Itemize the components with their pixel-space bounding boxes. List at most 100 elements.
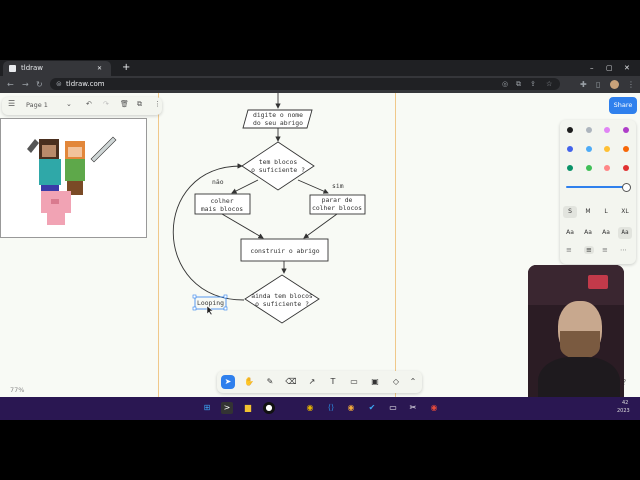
windows-start-icon[interactable]: ⊞ xyxy=(203,403,211,412)
align-center-icon[interactable]: ≡ xyxy=(584,246,594,254)
align-more-icon[interactable]: ⋯ xyxy=(620,246,627,254)
color-swatch[interactable] xyxy=(585,127,592,133)
branch-yes-label: sim xyxy=(332,182,344,190)
new-tab-button[interactable]: + xyxy=(122,62,131,73)
side-panel-icon[interactable]: ▯ xyxy=(596,80,601,89)
screen-recorder-icon[interactable]: ◉ xyxy=(430,403,438,412)
hamburger-menu-icon[interactable]: ☰ xyxy=(8,99,16,108)
remote-desktop-icon[interactable]: ▭ xyxy=(389,403,397,412)
color-swatch[interactable] xyxy=(567,146,573,152)
reload-icon[interactable]: ↻ xyxy=(36,80,43,89)
image-tool-icon[interactable]: ▣ xyxy=(371,377,379,386)
minimize-button[interactable]: – xyxy=(590,64,594,72)
open-in-app-icon[interactable]: ⧉ xyxy=(516,80,521,88)
opacity-slider-thumb[interactable] xyxy=(622,183,631,192)
browser-tab[interactable]: tldraw ✕ xyxy=(3,61,111,76)
capcut-icon[interactable]: ✂ xyxy=(409,403,417,412)
right-process-box[interactable] xyxy=(309,194,366,215)
file-explorer-icon[interactable]: ▆ xyxy=(244,403,252,412)
color-swatch[interactable] xyxy=(622,165,629,171)
undo-icon[interactable]: ↶ xyxy=(86,100,92,108)
chrome-canary-icon[interactable]: ◉ xyxy=(347,403,355,412)
draw-tool-icon[interactable]: ✎ xyxy=(266,377,274,386)
profile-avatar[interactable] xyxy=(610,80,619,89)
note-tool-icon[interactable]: ▭ xyxy=(350,377,358,386)
color-swatch[interactable] xyxy=(567,165,573,171)
obs-icon[interactable]: ● xyxy=(263,402,275,414)
color-swatch[interactable] xyxy=(604,165,610,171)
loop-connector[interactable] xyxy=(172,163,245,301)
checkmark-app-icon[interactable]: ✔ xyxy=(368,403,376,412)
trash-icon[interactable]: 🗑 xyxy=(120,100,129,108)
input-parallelogram[interactable] xyxy=(242,109,313,129)
color-swatch[interactable] xyxy=(622,146,629,152)
help-icon[interactable]: ? xyxy=(622,378,627,387)
back-arrow-icon[interactable]: ← xyxy=(7,80,14,89)
size-l-button[interactable]: L xyxy=(604,208,608,215)
more-tools-icon[interactable]: ⌃ xyxy=(409,377,417,386)
minecraft-characters-image[interactable] xyxy=(0,118,147,238)
arrow-tool-icon[interactable]: ↗ xyxy=(308,377,316,386)
eraser-tool-icon[interactable]: ⌫ xyxy=(285,377,297,386)
size-m-button[interactable]: M xyxy=(585,208,591,215)
close-window-button[interactable]: ✕ xyxy=(624,64,630,72)
color-swatch[interactable] xyxy=(622,127,629,133)
color-swatch[interactable] xyxy=(567,127,573,133)
opacity-slider-track[interactable] xyxy=(566,186,626,188)
shape-tool-icon[interactable]: ◇ xyxy=(392,377,400,386)
font-mono-button[interactable]: Aa xyxy=(618,227,632,239)
decision2-diamond[interactable] xyxy=(244,274,320,324)
redo-icon[interactable]: ↷ xyxy=(103,100,109,108)
align-right-icon[interactable]: ≡ xyxy=(602,246,608,254)
clock-date[interactable]: 2023 xyxy=(617,408,630,414)
more-options-icon[interactable]: ⋮ xyxy=(154,100,161,108)
tab-close-icon[interactable]: ✕ xyxy=(97,65,103,72)
select-tool-button[interactable]: ➤ xyxy=(221,375,235,389)
font-draw-button[interactable]: Aa xyxy=(566,229,574,236)
build-process-box[interactable] xyxy=(240,238,329,262)
decision1-diamond[interactable] xyxy=(241,141,315,191)
chevron-down-icon[interactable]: ⌄ xyxy=(66,100,72,108)
share-page-icon[interactable]: ⇪ xyxy=(530,80,536,88)
font-sans-button[interactable]: Aa xyxy=(584,229,592,236)
zoom-level[interactable]: 77% xyxy=(10,386,25,394)
style-panel: S M L XL Aa Aa Aa Aa ≡ ≡ ≡ ⋯ xyxy=(560,120,636,264)
site-info-icon[interactable]: ⊜ xyxy=(56,80,62,88)
color-swatch[interactable] xyxy=(585,146,592,152)
forward-arrow-icon[interactable]: → xyxy=(22,80,29,89)
vscode-icon[interactable]: ⟨⟩ xyxy=(327,403,335,412)
clock-time[interactable]: 42 xyxy=(622,400,629,406)
share-button[interactable]: Share xyxy=(609,97,637,114)
terminal-icon[interactable]: > xyxy=(221,402,233,414)
bookmark-star-icon[interactable]: ☆ xyxy=(546,80,553,88)
size-xl-button[interactable]: XL xyxy=(621,208,629,215)
zoom-control[interactable]: 77% xyxy=(4,377,44,394)
resize-handle xyxy=(223,306,228,311)
align-left-icon[interactable]: ≡ xyxy=(566,246,572,254)
browser-tab-bar xyxy=(0,60,640,76)
maximize-button[interactable]: ▢ xyxy=(606,64,613,72)
chrome-icon[interactable]: ◉ xyxy=(306,403,314,412)
google-lens-icon[interactable]: ◎ xyxy=(502,80,509,88)
hand-tool-icon[interactable]: ✋ xyxy=(244,377,254,386)
duplicate-icon[interactable]: ⧉ xyxy=(137,100,142,108)
color-swatch[interactable] xyxy=(585,165,592,171)
color-swatch[interactable] xyxy=(604,127,610,133)
text-tool-icon[interactable]: T xyxy=(330,377,336,386)
page-menu-label[interactable]: Page 1 xyxy=(26,101,48,109)
tab-title: tldraw xyxy=(21,64,44,72)
browser-menu-icon[interactable]: ⋮ xyxy=(627,80,635,89)
extensions-icon[interactable]: ✚ xyxy=(580,80,587,89)
size-s-button[interactable]: S xyxy=(563,206,577,218)
minecraft-characters-illustration xyxy=(27,136,117,225)
loop-label[interactable]: Looping xyxy=(197,299,224,307)
url-field[interactable]: ⊜ tldraw.com ◎ ⧉ ⇪ ☆ xyxy=(50,78,560,90)
window-controls: – ▢ ✕ xyxy=(590,60,640,76)
font-serif-button[interactable]: Aa xyxy=(602,229,610,236)
color-swatch[interactable] xyxy=(604,146,610,152)
